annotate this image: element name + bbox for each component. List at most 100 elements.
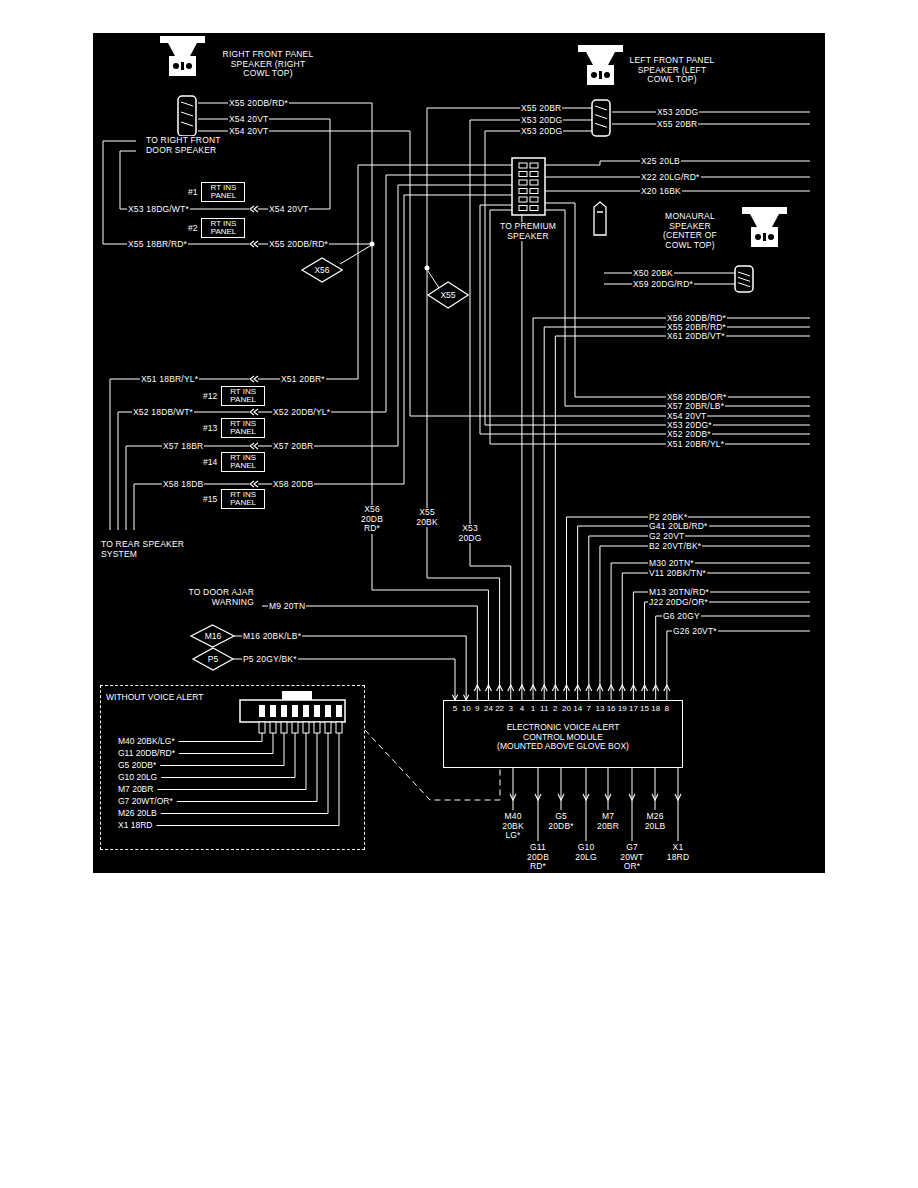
wire-code: X57 18BR: [162, 442, 204, 451]
wire-code: X52 20DB/YL*: [272, 408, 331, 417]
panel-label: RT INS PANEL: [221, 418, 265, 438]
wire: [258, 175, 512, 412]
premium-cavity: [519, 197, 527, 202]
wire-code: X54 20VT: [268, 205, 309, 214]
wire-code: X54 20VT: [228, 127, 269, 136]
wire-code: X55 20BR: [656, 120, 698, 129]
wire: [103, 141, 136, 142]
harness-pin: [292, 722, 298, 733]
plug-body: [735, 266, 753, 292]
wire-code: B2 20VT/BK*: [648, 542, 702, 551]
wire-code: X57 20BR/LB*: [666, 402, 725, 411]
speaker-symbol: [578, 45, 623, 85]
reference-code: X55: [440, 291, 455, 300]
wire-arrow: [630, 685, 636, 691]
speaker-flange: [578, 45, 623, 52]
speaker-terminal: [604, 72, 610, 78]
pin-number: 19: [618, 704, 627, 713]
wire-arrow: [597, 685, 603, 691]
wire-code: X51 20BR*: [280, 375, 326, 384]
pin-number: 4: [520, 704, 524, 713]
pin-number: 2: [553, 704, 557, 713]
wire: [544, 327, 810, 700]
wire-arrow: [510, 794, 516, 800]
premium-connector: [512, 158, 545, 215]
speaker-terminal: [755, 234, 761, 240]
wire: [632, 768, 633, 841]
diagram-ground: [93, 33, 825, 873]
harness-pin: [270, 722, 276, 733]
pin-number: 14: [573, 704, 582, 713]
option-box: WITHOUT VOICE ALERTM40 20BK/LG*G11 20DB/…: [100, 685, 365, 850]
wire-code: G2 20VT: [648, 532, 685, 541]
wire-code: G5 20DB*: [544, 812, 578, 831]
wire-arrow: [608, 685, 614, 691]
wire-code: X57 20BR: [272, 442, 314, 451]
wire-code: M40 20BK LG*: [496, 812, 530, 841]
diamond-shape: [191, 625, 234, 647]
speaker-body: [587, 65, 614, 85]
premium-cavity: [530, 206, 538, 211]
speaker-cone: [750, 214, 779, 227]
speaker-terminal: [591, 72, 597, 78]
wire: [157, 733, 306, 790]
wire: [340, 246, 370, 264]
reference-diamond: X56: [302, 258, 342, 282]
wire-code: X53 20DG: [520, 116, 563, 125]
wire-code: X1 18RD: [661, 843, 695, 862]
speaker-center: [763, 233, 766, 241]
speaker-symbol: [160, 36, 205, 76]
pin-number: 10: [462, 704, 471, 713]
wire: [545, 203, 810, 397]
premium-cavity: [519, 172, 527, 177]
wire: [678, 768, 679, 841]
harness-cavity: [303, 705, 309, 717]
wire-code: X58 18DB: [162, 480, 204, 489]
wire-code: X55 20BR/RD*: [666, 323, 727, 332]
wire-code: X52 20DB*: [666, 430, 712, 439]
harness-cavity: [270, 705, 276, 717]
wire-arrow: [508, 685, 514, 691]
wire-code: M7 20BR: [591, 812, 625, 831]
wire-code: M16 20BK/LB*: [242, 632, 302, 641]
panel-label: RT INS PANEL: [221, 489, 265, 509]
wire-code: X52 18DB/WT*: [132, 408, 194, 417]
wire: [600, 546, 810, 700]
wire-code: X55 20BR: [520, 104, 562, 113]
wire: [134, 484, 135, 530]
wire-arrow: [497, 685, 503, 691]
wire-code: X56 20DB/RD*: [666, 314, 727, 323]
wire-arrow: [254, 443, 258, 449]
pin-number: 17: [629, 704, 638, 713]
wire-arrow: [552, 685, 558, 691]
wire-arrow: [558, 794, 564, 800]
wire: [513, 768, 514, 810]
wire: [578, 526, 810, 700]
wire-code: P5 20GY/BK*: [242, 655, 298, 664]
module-name: ELECTRONIC VOICE ALERT CONTROL MODULE: [498, 723, 628, 742]
wire-arrow: [605, 794, 611, 800]
wire: [485, 131, 810, 425]
plug-rib: [181, 122, 193, 126]
harness-pin: [325, 722, 331, 733]
wire: [656, 616, 810, 700]
connector-plug: [178, 96, 196, 136]
premium-cavity: [519, 180, 527, 185]
connector-box: #2RT INS PANEL: [188, 218, 245, 238]
wire-arrow: [653, 685, 659, 691]
wire-code: X58 20DB/OR*: [666, 393, 728, 402]
wire: [427, 108, 592, 700]
wire-code: M13 20TN/RD*: [648, 588, 710, 597]
wire: [567, 517, 811, 700]
wire-code: G5 20DB*: [118, 761, 156, 770]
reference-code: M16: [205, 632, 222, 641]
wire: [589, 536, 810, 700]
wire: [480, 205, 810, 434]
wire-code: M40 20BK/LG*: [118, 737, 175, 746]
pin-number: 20: [562, 704, 571, 713]
callout-number: #14: [203, 458, 217, 467]
pin-number: 22: [495, 704, 504, 713]
wire-code: X53 20DG*: [666, 421, 713, 430]
